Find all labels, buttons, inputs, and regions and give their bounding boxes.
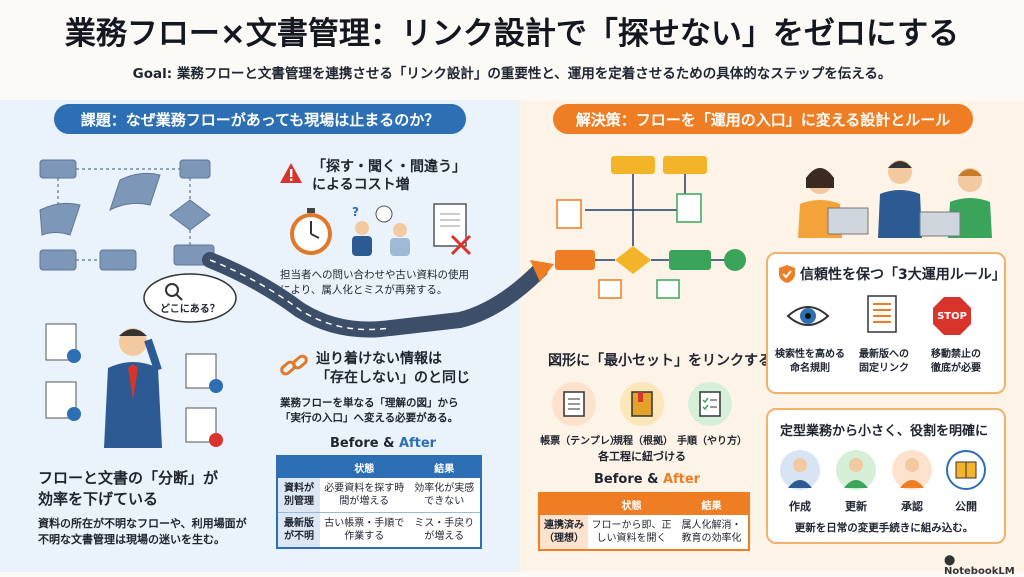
right-ba-header-result: 結果 bbox=[701, 501, 722, 512]
right-ba-title: Before & After bbox=[594, 472, 701, 487]
stop-icon: STOP bbox=[932, 296, 972, 336]
left-ba-row-label: 最新版が不明 bbox=[277, 512, 320, 548]
left-ba-header-state: 状態 bbox=[354, 464, 375, 475]
role-publish: 公開 bbox=[955, 500, 977, 513]
role-update: 更新 bbox=[845, 500, 867, 513]
right-ba-row-result: 属人化解消・教育の効率化 bbox=[681, 520, 742, 544]
right-ba-header-state: 状態 bbox=[621, 501, 642, 512]
solution-header: 解決策：フローを「運用の入口」に変える設計とルール bbox=[553, 104, 973, 134]
left-ba-row-result: ミス・手戻りが増える bbox=[414, 518, 475, 542]
left-ba-row-state: 古い帳票・手順で作業する bbox=[324, 518, 405, 542]
link-item-form: 帳票（テンプレ） bbox=[540, 436, 620, 447]
link-item-procedure: 手順（やり方） bbox=[677, 436, 747, 447]
linked-flowchart-icon bbox=[555, 156, 746, 299]
link-caption: 各工程に紐づける bbox=[598, 450, 686, 463]
eye-icon bbox=[786, 306, 830, 326]
link-item-regulation: 規程（根拠） bbox=[613, 436, 673, 447]
right-before-after-table: 状態 結果 連携済み（理想） フローから即、正しい資料を開く 属人化解消・教育の… bbox=[538, 492, 750, 551]
updater-avatar bbox=[836, 450, 876, 490]
cost-title-1: 「探す・聞く・間違う」 bbox=[312, 159, 466, 175]
stop-label: STOP bbox=[937, 310, 967, 322]
left-ba-row-state: 必要資料を探す時間が増える bbox=[324, 483, 405, 507]
stopwatch-icon bbox=[290, 208, 332, 255]
broken-link-icon bbox=[280, 354, 308, 376]
right-ba-row-label: 連携済み（理想） bbox=[539, 515, 588, 550]
roles-caption: 更新を日常の変更手続きに組み込む。 bbox=[794, 522, 974, 534]
left-ba-header-result: 結果 bbox=[434, 464, 455, 475]
speech-bubble-icon bbox=[143, 273, 237, 323]
cost-desc-2: により、属人化とミスが再発する。 bbox=[280, 284, 448, 296]
document-icon bbox=[867, 295, 897, 333]
regulation-book-icon bbox=[620, 382, 664, 426]
form-template-icon bbox=[552, 382, 596, 426]
rule-line: 最新版への bbox=[859, 349, 909, 360]
publish-book-icon bbox=[946, 450, 986, 490]
split-title-1: フローと文書の「分断」が bbox=[38, 469, 219, 487]
left-ba-title: Before & After bbox=[330, 436, 437, 451]
team-meeting-icon bbox=[798, 160, 992, 238]
problem-header: 課題：なぜ業務フローがあっても現場は止まるのか？ bbox=[54, 104, 466, 134]
warning-icon bbox=[280, 163, 302, 183]
people-asking-icon: ? bbox=[352, 205, 410, 256]
shield-check-icon bbox=[779, 265, 795, 283]
split-title-2: 効率を下げている bbox=[38, 490, 159, 508]
goal-text: Goal: 業務フローと文書管理を連携させる「リンク設計」の重要性と、運用を定着… bbox=[132, 66, 892, 82]
rule-line: 命名規則 bbox=[790, 363, 830, 374]
rule-line: 徹底が必要 bbox=[931, 363, 981, 374]
checklist-icon bbox=[688, 382, 732, 426]
right-ba-row-state: フローから即、正しい資料を開く bbox=[591, 520, 672, 544]
brand-label: ⬤ NotebookLM bbox=[944, 555, 1015, 577]
rule-line: 固定リンク bbox=[859, 363, 909, 374]
left-ba-row-result: 効率化が実感できない bbox=[414, 483, 475, 507]
left-before-after-table: 状態 結果 資料が別管理 必要資料を探す時間が増える 効率化が実感できない 最新… bbox=[276, 455, 482, 549]
road-path-icon bbox=[202, 252, 554, 338]
split-desc-1: 資料の所在が不明なフローや、利用場面が bbox=[38, 517, 247, 530]
role-create: 作成 bbox=[789, 500, 811, 513]
unreach-desc-1: 業務フローを単なる「理解の図」から bbox=[280, 397, 459, 409]
rule-line: 検索性を高める bbox=[775, 349, 845, 360]
page-title: 業務フロー×文書管理：リンク設計で「探せない」をゼロにする bbox=[64, 16, 960, 52]
link-title: 図形に「最小セット」をリンクする bbox=[548, 353, 772, 369]
role-approve: 承認 bbox=[901, 500, 923, 513]
creator-avatar bbox=[780, 450, 820, 490]
unreach-desc-2: 「実行の入口」へ変える必要がある。 bbox=[280, 412, 459, 424]
unreach-title-2: 「存在しない」のと同じ bbox=[316, 370, 470, 386]
rules-title: 信頼性を保つ「3大運用ルール」 bbox=[800, 267, 1006, 283]
flow-diagram-icon bbox=[39, 159, 215, 271]
svg-text:?: ? bbox=[352, 205, 359, 219]
rejected-documents-icon bbox=[185, 353, 223, 447]
roles-title: 定型業務から小さく、役割を明確に bbox=[779, 424, 988, 439]
confused-person-icon bbox=[104, 328, 162, 448]
lost-documents-icon bbox=[45, 323, 81, 421]
cost-desc-1: 担当者への問い合わせや古い資料の使用 bbox=[280, 269, 469, 281]
cost-title-2: によるコスト増 bbox=[312, 177, 410, 193]
split-desc-2: 不明な文書管理は現場の迷いを生む。 bbox=[38, 533, 225, 546]
rule-line: 移動禁止の bbox=[931, 349, 981, 360]
outdated-document-icon bbox=[433, 203, 472, 256]
bubble-text: どこにある？ bbox=[160, 304, 220, 315]
unreach-title-1: 辿り着けない情報は bbox=[316, 351, 442, 367]
left-ba-row-label: 資料が別管理 bbox=[277, 478, 320, 513]
approver-avatar bbox=[892, 450, 932, 490]
